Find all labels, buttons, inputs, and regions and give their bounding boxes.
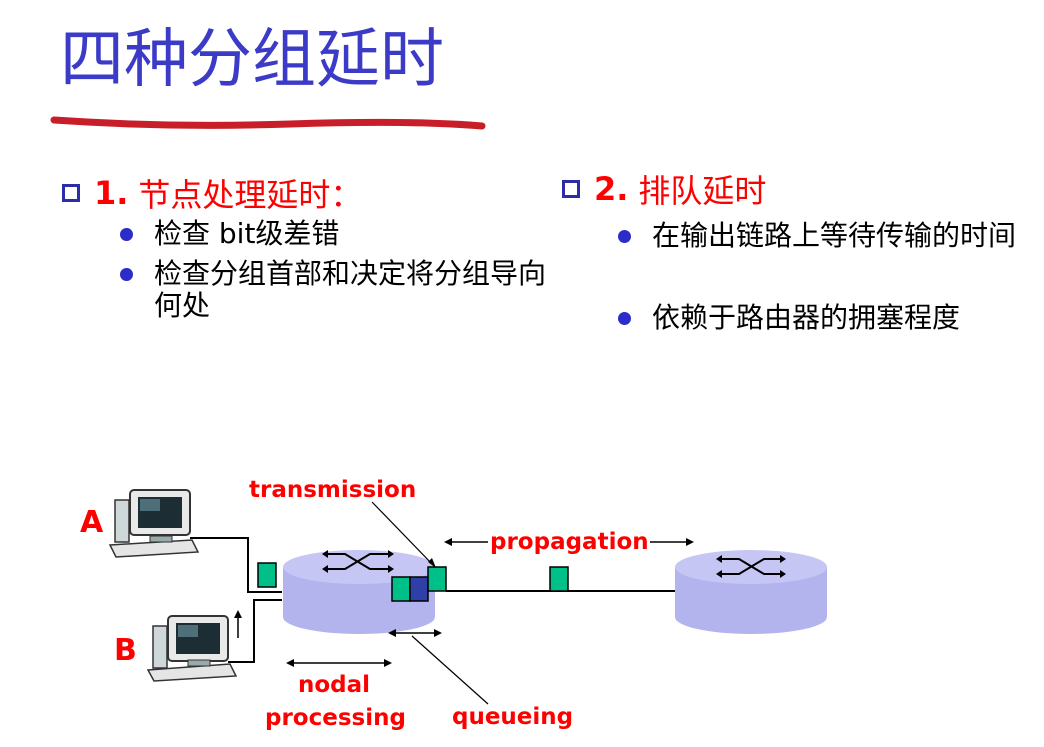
- link-a: [190, 537, 282, 593]
- bullet-text: 依赖于路由器的拥塞程度: [652, 301, 961, 334]
- section-2-bullet: 在输出链路上等待传输的时间: [618, 219, 1044, 252]
- queued-packet-icon: [391, 576, 411, 602]
- host-b-label: B: [114, 633, 137, 668]
- router-1-icon: [283, 550, 435, 634]
- section-2-number: 2.: [594, 170, 629, 208]
- bullet-dot-icon: [618, 230, 631, 243]
- queueing-label: queueing: [452, 704, 574, 730]
- nodal-label: nodal: [298, 672, 371, 698]
- section-1-bullet: 检查分组首部和决定将分组导向何处: [120, 257, 554, 323]
- section-2-heading: 2. 排队延时: [562, 166, 766, 212]
- title-underline: [50, 116, 486, 130]
- bullet-dot-icon: [618, 312, 631, 325]
- computer-a-icon: [108, 489, 200, 558]
- checkbox-bullet-icon: [562, 180, 580, 198]
- page-title: 四种分组延时: [60, 23, 444, 97]
- checkbox-bullet-icon: [62, 184, 80, 202]
- section-1-bullet: 检查 bit级差错: [120, 217, 554, 250]
- transmission-pointer: [371, 501, 435, 567]
- section-1-title: 节点处理延时：: [138, 176, 363, 214]
- router-2-icon: [675, 550, 827, 634]
- section-1-heading: 1. 节点处理延时：: [62, 170, 362, 216]
- network-delay-diagram: [108, 489, 827, 705]
- computer-b-icon: [146, 615, 238, 682]
- bullet-text: 检查 bit级差错: [154, 217, 340, 250]
- processing-label: processing: [265, 705, 406, 731]
- bullet-dot-icon: [120, 268, 133, 281]
- bullet-dot-icon: [120, 228, 133, 241]
- section-2-bullet: 依赖于路由器的拥塞程度: [618, 301, 1044, 334]
- queueing-pointer: [411, 635, 489, 705]
- packet-icon: [257, 562, 277, 588]
- bullet-text: 检查分组首部和决定将分组导向何处: [154, 257, 547, 323]
- host-a-label: A: [80, 505, 104, 540]
- packet-icon: [549, 566, 569, 592]
- bullet-text: 在输出链路上等待传输的时间: [652, 219, 1017, 252]
- section-2-title: 排队延时: [638, 172, 767, 210]
- transmitting-packet-icon: [427, 566, 447, 592]
- link-b: [228, 599, 282, 663]
- queued-packet-icon: [409, 576, 429, 602]
- transmission-label: transmission: [249, 477, 417, 503]
- propagation-label: propagation: [490, 529, 649, 555]
- section-1-number: 1.: [94, 174, 129, 212]
